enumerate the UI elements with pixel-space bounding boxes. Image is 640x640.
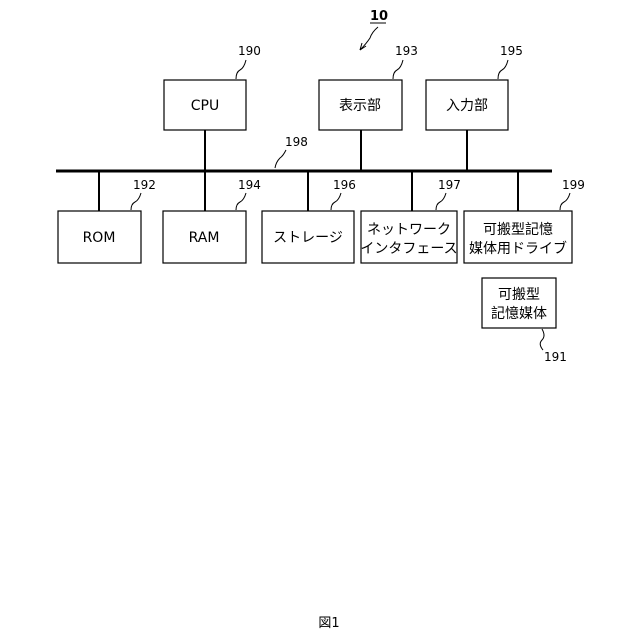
display-ref: 193 bbox=[395, 44, 418, 58]
network-interface-block: ネットワーク インタフェース 197 bbox=[360, 178, 461, 263]
input-ref: 195 bbox=[500, 44, 523, 58]
input-label: 入力部 bbox=[446, 98, 488, 114]
removable-medium-label-line2: 記憶媒体 bbox=[491, 305, 547, 322]
ram-block: RAM 194 bbox=[163, 178, 261, 263]
storage-label: ストレージ bbox=[273, 230, 343, 246]
removable-drive-label-line1: 可搬型記憶 bbox=[483, 221, 553, 238]
system-reference: 10 bbox=[360, 9, 388, 50]
removable-medium-label-line1: 可搬型 bbox=[498, 287, 540, 303]
system-ref-arrow bbox=[360, 27, 378, 50]
bus-ref: 198 bbox=[285, 135, 308, 149]
display-block: 表示部 193 bbox=[319, 44, 418, 130]
rom-block: ROM 192 bbox=[58, 178, 156, 263]
cpu-block: CPU 190 bbox=[164, 44, 261, 130]
display-label: 表示部 bbox=[339, 98, 381, 114]
bus-ref-leader bbox=[275, 150, 286, 168]
removable-drive-ref: 199 bbox=[562, 178, 585, 192]
figure-caption: 図1 bbox=[318, 616, 339, 631]
cpu-label: CPU bbox=[191, 98, 219, 114]
ram-ref: 194 bbox=[238, 178, 261, 192]
network-interface-ref-leader bbox=[436, 193, 446, 210]
ram-ref-leader bbox=[236, 193, 246, 210]
removable-drive-label-line2: 媒体用ドライブ bbox=[469, 240, 567, 257]
removable-drive-ref-leader bbox=[560, 193, 570, 210]
input-block: 入力部 195 bbox=[426, 44, 523, 130]
rom-ref-leader bbox=[131, 193, 141, 210]
rom-label: ROM bbox=[83, 230, 116, 246]
display-ref-leader bbox=[393, 60, 403, 79]
storage-ref-leader bbox=[331, 193, 341, 210]
removable-drive-block: 可搬型記憶 媒体用ドライブ 199 bbox=[464, 178, 585, 263]
cpu-ref: 190 bbox=[238, 44, 261, 58]
ram-label: RAM bbox=[189, 230, 220, 246]
system-ref-label: 10 bbox=[370, 9, 388, 24]
removable-medium-ref-leader bbox=[540, 329, 544, 350]
network-interface-ref: 197 bbox=[438, 178, 461, 192]
removable-medium-block: 可搬型 記憶媒体 191 bbox=[482, 278, 567, 364]
cpu-ref-leader bbox=[236, 60, 246, 79]
network-interface-label-line2: インタフェース bbox=[360, 241, 457, 257]
removable-medium-ref: 191 bbox=[544, 350, 567, 364]
network-interface-label-line1: ネットワーク bbox=[367, 222, 451, 238]
rom-ref: 192 bbox=[133, 178, 156, 192]
storage-ref: 196 bbox=[333, 178, 356, 192]
input-ref-leader bbox=[498, 60, 508, 79]
